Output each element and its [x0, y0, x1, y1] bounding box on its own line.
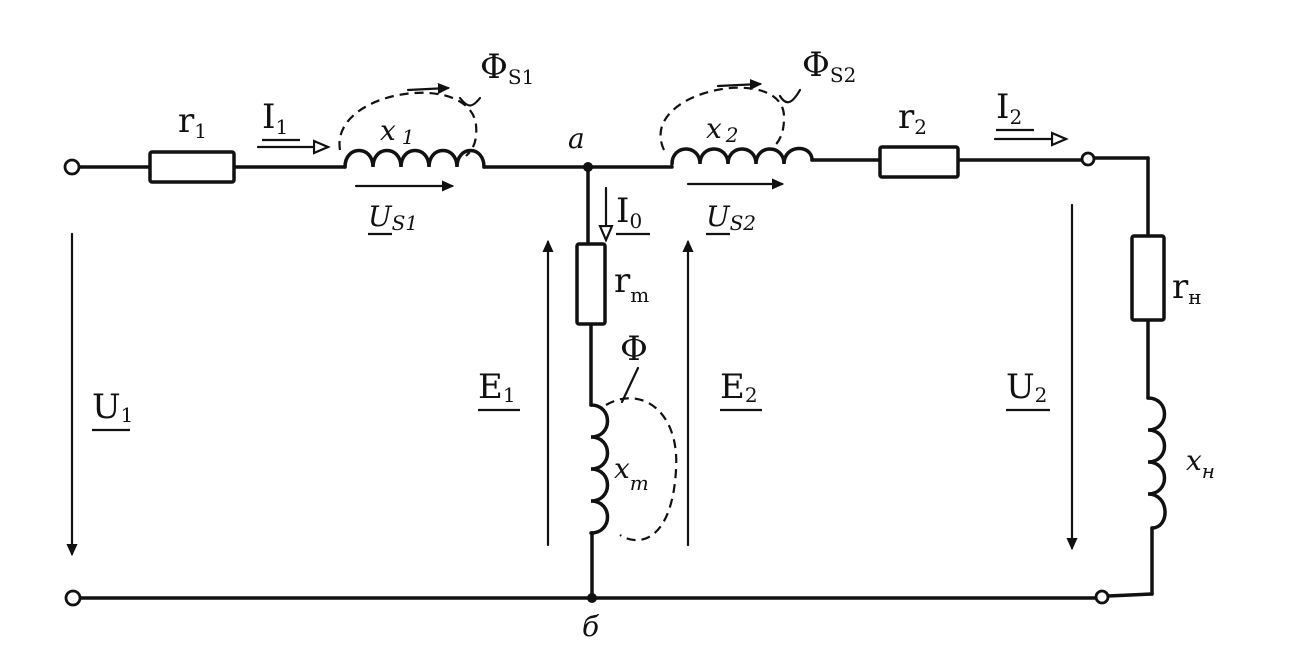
flux-arrow-s1 [406, 88, 448, 90]
leader-phis1 [458, 96, 482, 107]
label-U2: U2 [1006, 367, 1047, 407]
flux-arrow-s2 [716, 84, 760, 86]
node-a-dot [583, 162, 593, 172]
terminal-input-bottom [64, 589, 82, 607]
flux-loop-s2 [659, 86, 786, 151]
label-E2: E2 [720, 367, 758, 407]
label-xn: xн [1186, 444, 1215, 483]
label-phi: Φ [620, 329, 648, 369]
flux-loop-s1 [338, 91, 478, 157]
label-us2: US2 [706, 200, 756, 235]
resistor-rn [1130, 234, 1166, 322]
label-phis2: ΦS2 [802, 45, 856, 87]
label-U1: U1 [92, 387, 133, 427]
inductor-x2 [670, 146, 814, 166]
leader-phi [620, 366, 640, 404]
terminal-output-top [1080, 151, 1096, 167]
label-xm: xm [614, 452, 649, 495]
label-rm: rm [614, 261, 649, 307]
bottom-wire-right [1106, 592, 1154, 598]
inductor-x1 [343, 148, 486, 169]
inductor-xm [589, 403, 610, 535]
label-r1: r1 [178, 101, 207, 143]
label-I0: I0 [616, 191, 642, 233]
label-rn: rн [1172, 267, 1202, 309]
label-r2: r2 [898, 97, 927, 139]
label-node-a: a [568, 122, 585, 155]
label-I2: I2 [996, 87, 1022, 129]
resistor-r1 [148, 150, 236, 184]
label-I1: I1 [262, 97, 288, 139]
label-phis1: ΦS1 [480, 47, 534, 89]
terminal-input-top [63, 158, 81, 176]
inductor-xn [1146, 396, 1167, 530]
node-b-dot [587, 593, 597, 603]
label-node-b: б [582, 610, 600, 643]
resistor-rm [575, 242, 607, 326]
label-E1: E1 [478, 367, 516, 407]
label-us1: US1 [368, 200, 418, 235]
flux-loop-main [605, 397, 678, 542]
resistor-r2 [878, 145, 960, 179]
leader-phis2 [778, 88, 802, 104]
terminal-output-bottom [1094, 589, 1110, 605]
